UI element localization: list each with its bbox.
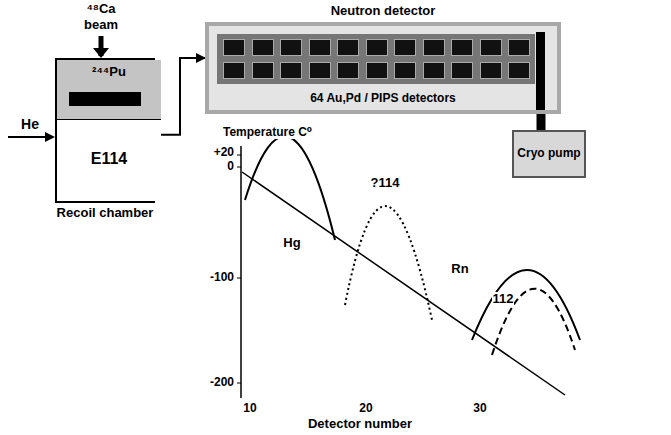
- chamber-title: Recoil chamber: [57, 206, 154, 221]
- e112-curve: [492, 289, 575, 355]
- y-tick: [237, 167, 241, 168]
- hg-curve: [245, 136, 335, 240]
- axis-tick-label: -200: [209, 376, 235, 389]
- detector-cell: [280, 39, 302, 56]
- temperature-gradient: [242, 172, 565, 395]
- axis-title: Detector number: [307, 417, 413, 431]
- detector-cell: [508, 39, 530, 56]
- detector-cell: [394, 62, 416, 79]
- detector-cell: [394, 39, 416, 56]
- axis-tick-label: 10: [242, 402, 257, 415]
- isotope-label: ⁴⁸Ca: [86, 2, 115, 16]
- pump-connector: [537, 114, 546, 130]
- beam-arrow-head: [93, 48, 109, 58]
- he-arrow-head: [45, 132, 55, 142]
- axis-tick-label: 0: [226, 160, 235, 173]
- detector-band: [217, 34, 535, 84]
- detector-cell: [223, 39, 245, 56]
- detector-cell: [309, 62, 331, 79]
- detector-cell: [252, 62, 274, 79]
- axis-tick-label: -100: [209, 271, 235, 284]
- gas-label: He: [21, 117, 39, 132]
- target-foil: [69, 92, 141, 106]
- detector-cell: [451, 39, 473, 56]
- y-tick: [237, 278, 241, 279]
- axis-tick-label: 20: [358, 402, 373, 415]
- detector-title: Neutron detector: [209, 4, 557, 19]
- pump-label: Cryo pump: [514, 147, 584, 161]
- detector-cell: [423, 62, 445, 79]
- axis-tick-label: 30: [472, 402, 487, 415]
- detector-cell: [252, 39, 274, 56]
- y-axis: [240, 146, 242, 398]
- transfer-line: [155, 58, 205, 135]
- detector-cell: [280, 62, 302, 79]
- curve-label: Rn: [450, 262, 469, 276]
- curve-label: 112: [492, 292, 515, 306]
- target-region: ²⁴⁴Pu: [57, 60, 161, 120]
- detector-cell: [337, 39, 359, 56]
- reaction-region: E114: [57, 120, 161, 201]
- cryo-pump: Cryo pump: [512, 130, 586, 178]
- detector-cell: [451, 62, 473, 79]
- curve-label: ?114: [370, 176, 401, 190]
- he-arrow: [8, 136, 50, 138]
- y-tick: [237, 383, 241, 384]
- detector-cell: [337, 62, 359, 79]
- detector-cell: [480, 39, 502, 56]
- e114-curve: [345, 206, 432, 320]
- recoil-chamber: ²⁴⁴PuE114Recoil chamber: [55, 58, 155, 203]
- axis-title: Temperature C⁰: [222, 126, 313, 139]
- target-label: ²⁴⁴Pu: [57, 65, 161, 80]
- detector-cell: [508, 62, 530, 79]
- detector-cell: [223, 62, 245, 79]
- rn-curve: [472, 270, 580, 340]
- detector-cell: [309, 39, 331, 56]
- detector-cell: [366, 39, 388, 56]
- detector-cell: [366, 62, 388, 79]
- beam-label: beam: [84, 18, 118, 32]
- detector-array-label: 64 Au,Pd / PIPS detectors: [209, 92, 557, 106]
- axis-tick-label: +20: [213, 146, 235, 159]
- element-label: E114: [57, 150, 161, 168]
- curve-label: Hg: [282, 236, 301, 250]
- detector-cell: [423, 39, 445, 56]
- detector-cell: [480, 62, 502, 79]
- neutron-detector: Neutron detector64 Au,Pd / PIPS detector…: [205, 22, 561, 114]
- cold-finger: [536, 32, 545, 110]
- y-tick: [237, 155, 241, 156]
